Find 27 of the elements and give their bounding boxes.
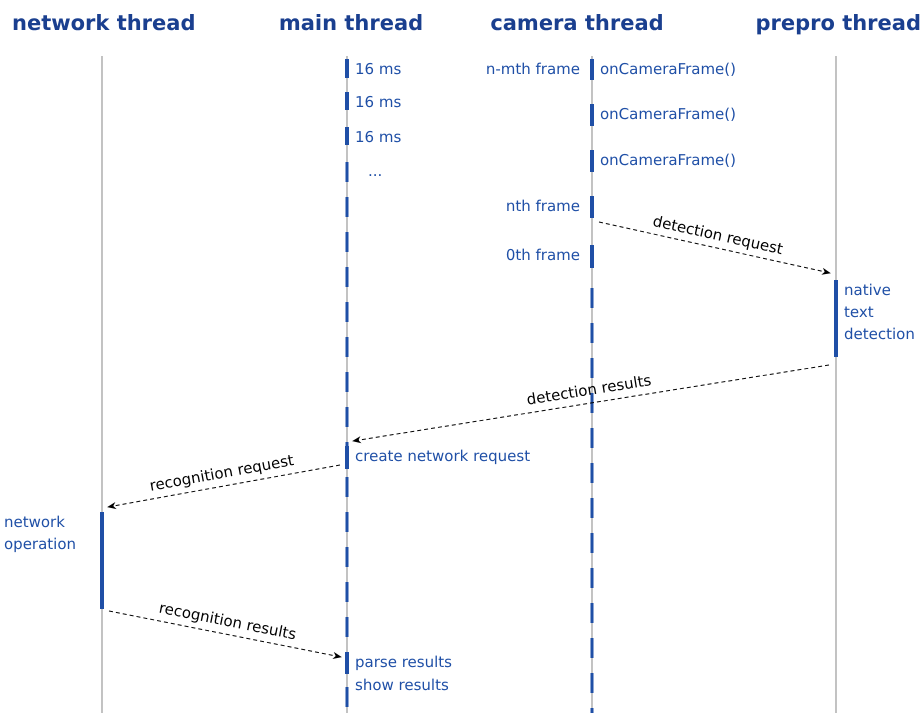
lifeline-header: prepro thread [755, 10, 921, 37]
message-arrow [107, 464, 340, 510]
lifeline-header: camera thread [490, 10, 664, 37]
activation-label: show results [355, 675, 449, 696]
activation-label: onCameraFrame() [600, 150, 736, 171]
ellipsis: ... [368, 161, 382, 182]
activation-label: 0th frame [506, 245, 580, 266]
edge-label: detection request [650, 210, 784, 260]
activation-label: 16 ms [355, 127, 402, 148]
activation-label: n-mth frame [486, 59, 580, 80]
activation-label: parse results [355, 652, 452, 673]
activation-label: native text detection [844, 280, 916, 345]
edge-label: detection results [525, 370, 653, 411]
activation-label: create network request [355, 446, 530, 467]
message-arrow [108, 610, 342, 659]
edge-label: recognition results [156, 598, 298, 646]
lifeline-header: network thread [12, 10, 196, 37]
activation-label: network operation [4, 512, 78, 555]
activation-label: 16 ms [355, 59, 402, 80]
activation-label: nth frame [506, 196, 580, 217]
activation-label: 16 ms [355, 92, 402, 113]
message-arrow [598, 222, 831, 275]
activation-label: onCameraFrame() [600, 104, 736, 125]
activation-label: onCameraFrame() [600, 59, 736, 80]
message-arrow [352, 364, 830, 444]
edge-label: recognition request [148, 450, 296, 497]
lifeline-header: main thread [278, 10, 424, 37]
